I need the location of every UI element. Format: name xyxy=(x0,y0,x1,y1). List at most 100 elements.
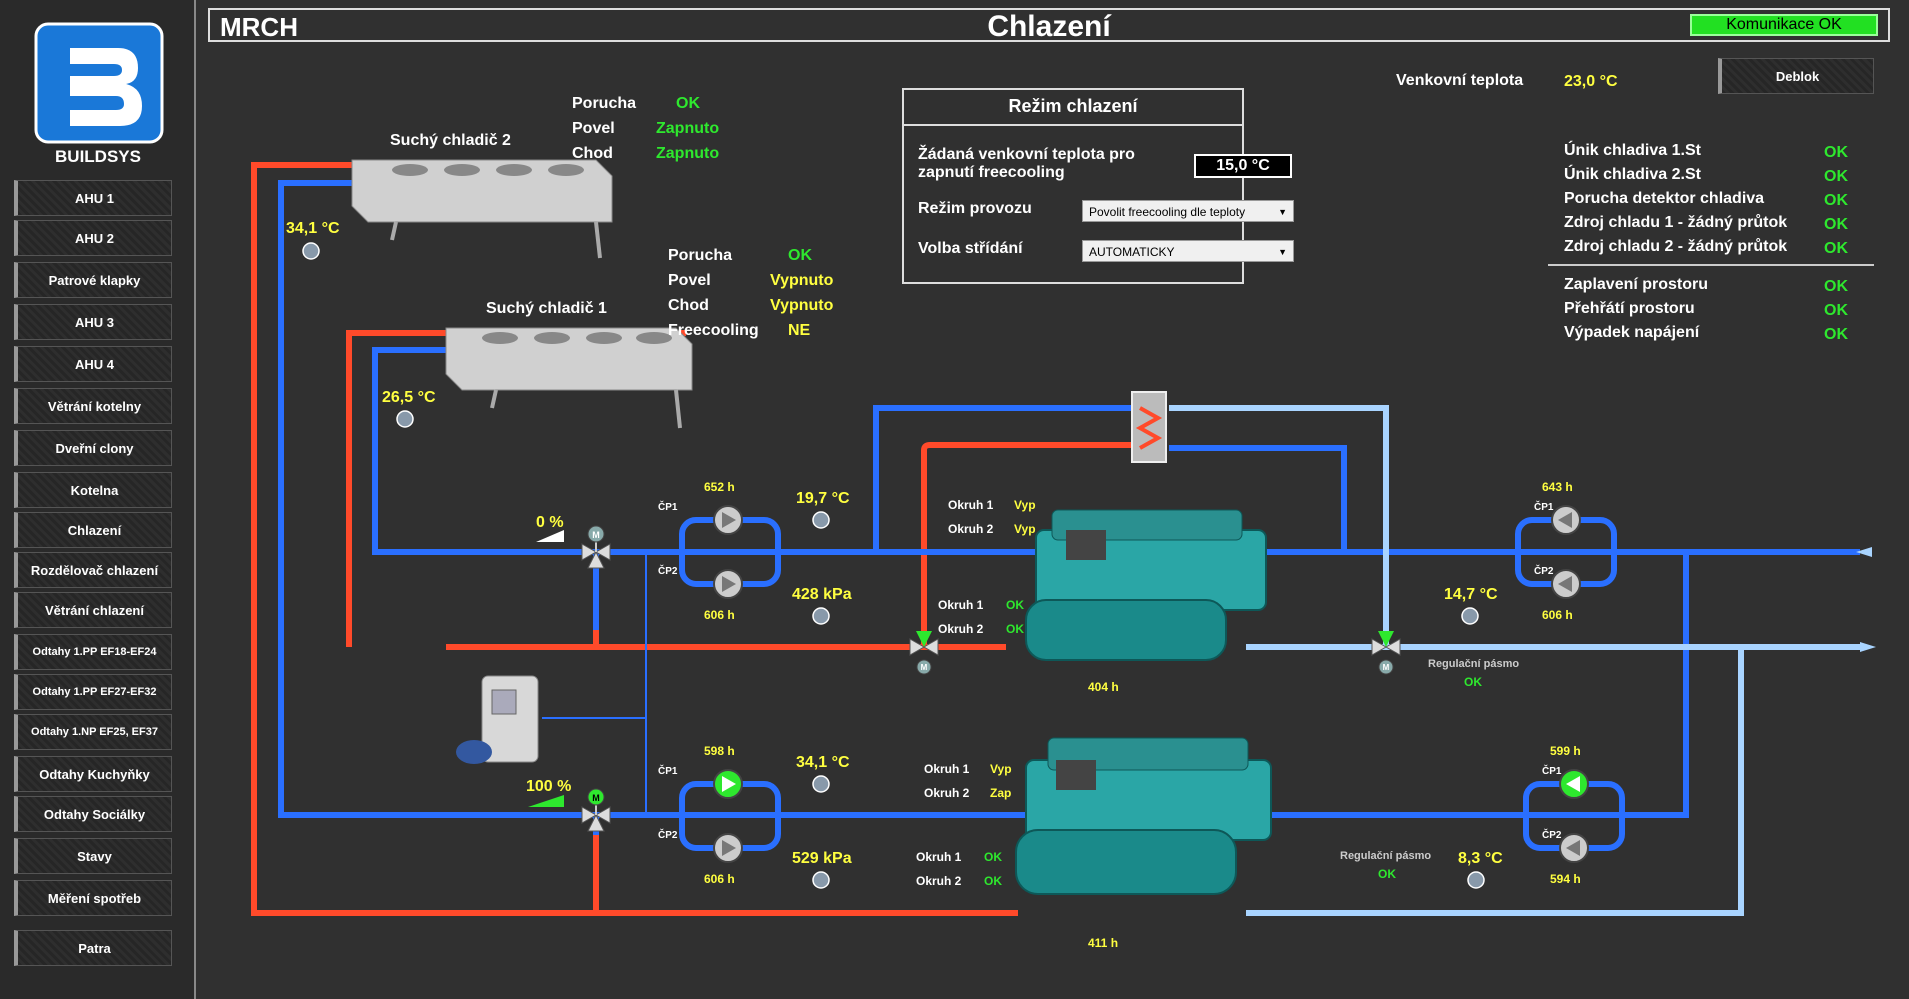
chiller2-pressure: 529 kPa xyxy=(792,850,852,867)
chiller1-circ2-fault-label: Okruh 2 xyxy=(938,622,984,636)
svg-text:M: M xyxy=(921,663,928,672)
secondary1-cp1-label: ČP1 xyxy=(1534,502,1554,513)
drycooler1-fault-label: Porucha xyxy=(668,247,733,264)
chiller2-hours: 411 h xyxy=(1088,936,1119,950)
drycooler2-fault-value: OK xyxy=(676,95,700,112)
drycooler2-cmd-label: Povel xyxy=(572,120,615,137)
deblok-button[interactable]: Deblok xyxy=(1718,58,1874,94)
main-panel: MRCH Chlazení Komunikace OK xyxy=(196,0,1909,999)
pump-icon[interactable] xyxy=(713,569,743,599)
chiller2-circ1-fault-label: Okruh 1 xyxy=(916,850,962,864)
sidebar-item-vetrani-kotelny[interactable]: Větrání kotelny xyxy=(14,388,172,424)
mode-select-value: Povolit freecooling dle teploty xyxy=(1089,205,1246,219)
outdoor-temp-label: Venkovní teplota xyxy=(1396,72,1524,89)
chiller1-circ2-label: Okruh 2 xyxy=(948,522,994,536)
mixing-valve-icon[interactable]: M xyxy=(581,525,611,569)
alarm-status: OK xyxy=(1824,326,1848,343)
sidebar-item-odtahy-kuchynky[interactable]: Odtahy Kuchyňky xyxy=(14,756,172,792)
secondary2-cp1-label: ČP1 xyxy=(1542,766,1562,777)
chevron-down-icon: ▼ xyxy=(1278,247,1287,257)
chiller2-cp2-label: ČP2 xyxy=(658,830,678,841)
sidebar-item-rozdelovac-chlazeni[interactable]: Rozdělovač chlazení xyxy=(14,552,172,588)
buildsys-logo: BUILDSYS xyxy=(34,22,164,166)
chiller1-circ2-fault: OK xyxy=(1006,622,1024,636)
sidebar-item-ahu4[interactable]: AHU 4 xyxy=(14,346,172,382)
chiller2-circ1-state: Vyp xyxy=(990,762,1012,776)
sidebar-item-patra[interactable]: Patra xyxy=(14,930,172,966)
sidebar-item-kotelna[interactable]: Kotelna xyxy=(14,472,172,508)
sidebar-item-stavy[interactable]: Stavy xyxy=(14,838,172,874)
chiller2-circ2-label: Okruh 2 xyxy=(924,786,970,800)
mode-label: Režim provozu xyxy=(918,200,1032,217)
sidebar-item-patrove-klapky[interactable]: Patrové klapky xyxy=(14,262,172,298)
secondary1-temp: 14,7 °C xyxy=(1444,586,1498,603)
alarm-label: Zdroj chladu 2 - žádný průtok xyxy=(1564,238,1788,255)
sidebar-item-odtahy-1pp-a[interactable]: Odtahy 1.PP EF18-EF24 xyxy=(14,634,172,670)
alarm-status: OK xyxy=(1824,302,1848,319)
cooling-regime-title: Režim chlazení xyxy=(904,90,1242,126)
secondary2-cp1-hours: 599 h xyxy=(1550,744,1581,758)
chiller1-hours: 404 h xyxy=(1088,680,1119,694)
communication-status-badge: Komunikace OK xyxy=(1690,14,1878,36)
sidebar-item-odtahy-1np[interactable]: Odtahy 1.NP EF25, EF37 xyxy=(14,714,172,750)
chiller1-cp1-hours: 652 h xyxy=(704,480,735,494)
pump-icon[interactable] xyxy=(1551,569,1581,599)
pump-icon[interactable] xyxy=(713,833,743,863)
piping-diagram: M M M M xyxy=(251,159,1876,916)
svg-text:M: M xyxy=(592,530,600,540)
sidebar-item-vetrani-chlazeni[interactable]: Větrání chlazení xyxy=(14,592,172,628)
svg-text:M: M xyxy=(1383,663,1390,672)
chiller1-circ1-state: Vyp xyxy=(1014,498,1036,512)
chiller2-circ1-label: Okruh 1 xyxy=(924,762,970,776)
alternation-label: Volba střídání xyxy=(918,240,1023,257)
drycooler2-temp: 34,1 °C xyxy=(286,220,340,237)
secondary1-cp2-label: ČP2 xyxy=(1534,566,1554,577)
chiller2-cp1-label: ČP1 xyxy=(658,766,678,777)
sidebar-item-odtahy-socialky[interactable]: Odtahy Sociálky xyxy=(14,796,172,832)
alarm-label: Výpadek napájení xyxy=(1564,324,1700,341)
freecooling-hx-supply-pipe xyxy=(921,442,1140,647)
chiller2-circ2-fault-label: Okruh 2 xyxy=(916,874,962,888)
setpoint-label-line2: zapnutí freecooling xyxy=(918,164,1065,181)
freecooling-setpoint-input[interactable]: 15,0 °C xyxy=(1194,154,1292,178)
sidebar-item-chlazeni[interactable]: Chlazení xyxy=(14,512,172,548)
alarm-status: OK xyxy=(1824,278,1848,295)
alternation-select[interactable]: AUTOMATICKY▼ xyxy=(1082,240,1294,262)
secondary1-cp2-hours: 606 h xyxy=(1542,608,1573,622)
alarm-status: OK xyxy=(1824,240,1848,257)
mixing-valve-icon[interactable]: M xyxy=(581,788,611,832)
mixing-valve-icon[interactable]: M xyxy=(909,631,939,675)
sidebar-item-dverni-clony[interactable]: Dveřní clony xyxy=(14,430,172,466)
valve2-position: 100 % xyxy=(526,778,572,795)
alarm-status: OK xyxy=(1824,168,1848,185)
sidebar-item-odtahy-1pp-b[interactable]: Odtahy 1.PP EF27-EF32 xyxy=(14,674,172,710)
sidebar-item-mereni-spotreb[interactable]: Měření spotřeb xyxy=(14,880,172,916)
secondary1-band-status: OK xyxy=(1464,675,1482,689)
chiller-2-image xyxy=(1015,737,1272,895)
secondary2-band-status: OK xyxy=(1378,867,1396,881)
mode-select[interactable]: Povolit freecooling dle teploty ▼ xyxy=(1082,200,1294,222)
pump-icon[interactable] xyxy=(713,505,743,535)
drycooler1-temp: 26,5 °C xyxy=(382,389,436,406)
drycooler2-cmd-value: Zapnuto xyxy=(656,120,720,137)
drycooler1-run-value: Vypnuto xyxy=(770,297,834,314)
sidebar-item-ahu3[interactable]: AHU 3 xyxy=(14,304,172,340)
alarm-label: Porucha detektor chladiva xyxy=(1564,190,1765,207)
drycooler2-name: Suchý chladič 2 xyxy=(390,132,511,149)
sidebar-item-ahu2[interactable]: AHU 2 xyxy=(14,220,172,256)
alarm-label: Zaplavení prostoru xyxy=(1564,276,1709,293)
page-title: Chlazení xyxy=(987,10,1111,43)
pump-icon[interactable] xyxy=(1559,769,1589,799)
chiller2-temp: 34,1 °C xyxy=(796,754,850,771)
pump-icon[interactable] xyxy=(1551,505,1581,535)
chiller2-circ2-state: Zap xyxy=(990,786,1012,800)
chevron-down-icon: ▼ xyxy=(1278,207,1287,217)
pump-icon[interactable] xyxy=(713,769,743,799)
mixing-valve-icon[interactable]: M xyxy=(1371,631,1401,675)
sidebar-item-ahu1[interactable]: AHU 1 xyxy=(14,180,172,216)
chiller1-circ1-label: Okruh 1 xyxy=(948,498,994,512)
pump-icon[interactable] xyxy=(1559,833,1589,863)
secondary1-band-label: Regulační pásmo xyxy=(1428,658,1520,670)
chiller1-cp2-label: ČP2 xyxy=(658,566,678,577)
drycooler1-fc-value: NE xyxy=(788,322,811,339)
